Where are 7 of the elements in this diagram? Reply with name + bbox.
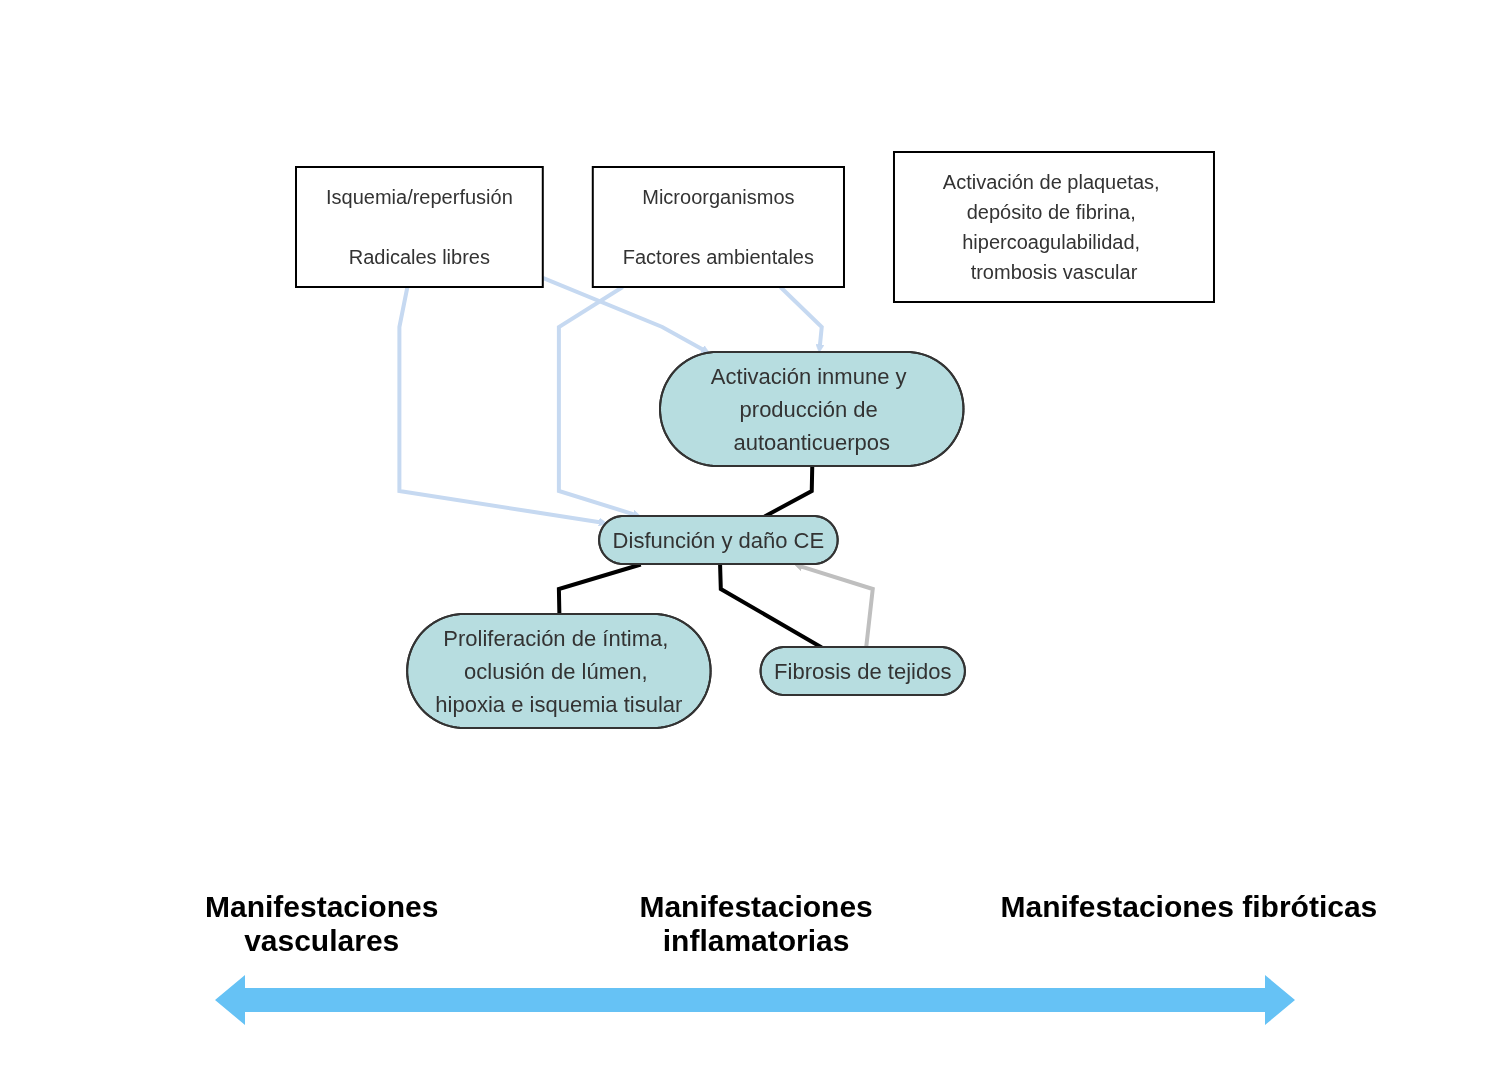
category-label: Manifestaciones inflamatorias (638, 890, 874, 958)
node-box: Microorganismos Factores ambientales (591, 166, 845, 288)
category-label: Manifestaciones fibróticas (1000, 890, 1378, 925)
node-box: Activación de plaquetas, depósito de fibrina, hipercoagulabilidad, trombosis vascular (892, 151, 1215, 303)
arrow (396, 286, 607, 527)
node-box: Isquemia/reperfusión Radicales libres (294, 166, 544, 288)
category-label: Manifestaciones vasculares (204, 890, 440, 958)
